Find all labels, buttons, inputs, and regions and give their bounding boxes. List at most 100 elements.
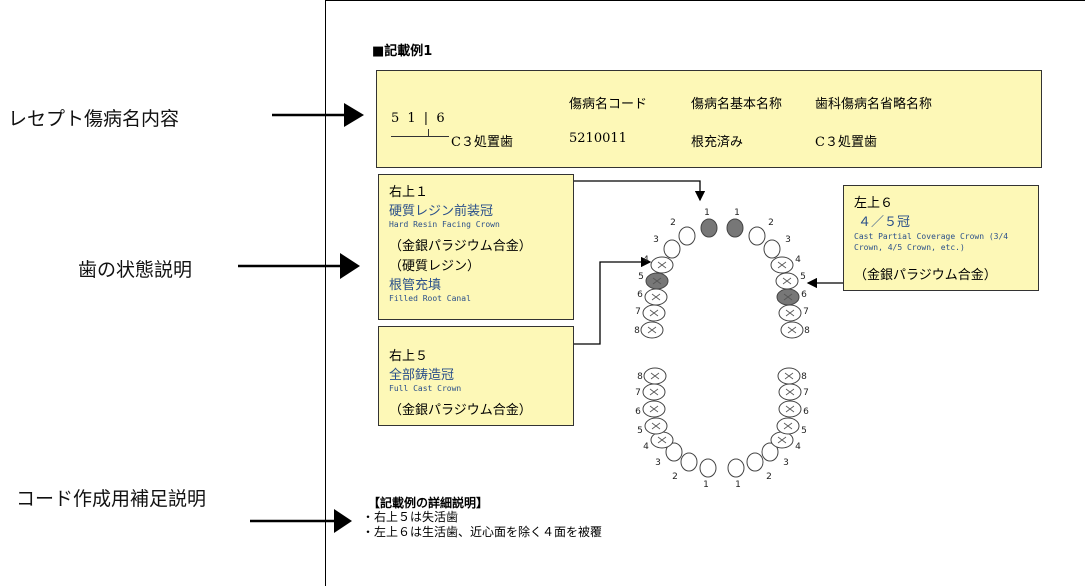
tooth-groove-l-r-4 <box>657 436 667 444</box>
notation-tick <box>428 129 429 137</box>
value-disease-basic-name: 根充済み <box>691 135 744 150</box>
tooth-u-r-2 <box>678 226 696 246</box>
tooth-number-l-l-5: 5 <box>801 426 807 436</box>
example-frame <box>325 0 1085 586</box>
tooth-groove-u-r-4 <box>657 261 667 269</box>
box-right-upper-1-line1: 硬質レジン前装冠 <box>389 204 494 219</box>
tooth-notation-top: 5 1 | 6 <box>391 111 447 126</box>
notation-underline <box>391 136 449 137</box>
value-disease-code: 5210011 <box>569 131 627 146</box>
tooth-groove-u-l-4 <box>777 261 787 269</box>
tooth-u-l-1 <box>726 218 744 238</box>
tooth-groove-u-l-6 <box>783 293 793 301</box>
box-right-upper-1-line1-en: Hard Resin Facing Crown <box>389 220 500 229</box>
tooth-number-l-r-4: 4 <box>643 442 649 452</box>
tooth-number-l-r-7: 7 <box>635 388 641 398</box>
arrow-code-note <box>250 509 352 533</box>
header-disease-short-name: 歯科傷病名省略名称 <box>815 97 933 112</box>
box-right-upper-5-title: 右上５ <box>389 349 429 364</box>
tooth-l-l-2 <box>746 452 764 472</box>
tooth-number-u-r-5: 5 <box>638 272 644 282</box>
box-right-upper-1-line3: （硬質レジン） <box>389 259 481 274</box>
tooth-number-l-l-6: 6 <box>803 407 809 417</box>
tooth-number-u-r-1: 1 <box>704 208 710 218</box>
tooth-number-l-r-5: 5 <box>637 426 643 436</box>
box-right-upper-1: 右上１ 硬質レジン前装冠 Hard Resin Facing Crown （金銀… <box>378 174 574 320</box>
box-right-upper-1-title: 右上１ <box>389 185 429 200</box>
label-tooth-state: 歯の状態説明 <box>78 259 193 281</box>
box-right-upper-1-line4: 根管充填 <box>389 278 442 293</box>
detail-title: 【記載例の詳細説明】 <box>368 496 489 510</box>
tooth-groove-u-r-7 <box>649 309 659 317</box>
receipt-box: 5 1 | 6 C３処置歯 傷病名コード 傷病名基本名称 歯科傷病名省略名称 5… <box>376 70 1042 168</box>
tooth-l-r-3 <box>665 442 683 462</box>
tooth-number-u-l-1: 1 <box>734 208 740 218</box>
tooth-groove-l-r-7 <box>649 388 659 396</box>
connector-right-upper-5 <box>574 256 652 345</box>
box-right-upper-5: 右上５ 全部鋳造冠 Full Cast Crown （金銀パラジウム合金） <box>378 326 574 426</box>
box-left-upper-6-line2: （金銀パラジウム合金） <box>854 268 997 283</box>
label-code-note: コード作成用補足説明 <box>16 488 207 510</box>
tooth-number-u-l-5: 5 <box>800 272 806 282</box>
tooth-u-r-3 <box>663 239 681 259</box>
tooth-number-u-r-4: 4 <box>643 255 649 265</box>
box-right-upper-1-line2: （金銀パラジウム合金） <box>389 239 532 254</box>
tooth-groove-l-l-4 <box>777 436 787 444</box>
tooth-l-r-2 <box>680 452 698 472</box>
example-title: ■記載例1 <box>372 44 433 59</box>
tooth-groove-u-r-5 <box>652 277 662 285</box>
tooth-notation-bottom: C３処置歯 <box>451 135 513 150</box>
tooth-number-u-r-7: 7 <box>635 307 641 317</box>
tooth-number-u-l-6: 6 <box>801 290 807 300</box>
tooth-u-l-2 <box>748 226 766 246</box>
tooth-number-u-r-2: 2 <box>670 218 676 228</box>
tooth-groove-l-l-5 <box>783 422 793 430</box>
tooth-number-u-r-6: 6 <box>637 290 643 300</box>
tooth-number-u-r-3: 3 <box>653 235 659 245</box>
tooth-u-r-1 <box>700 218 718 238</box>
arrow-tooth-state <box>238 253 360 279</box>
tooth-number-l-l-4: 4 <box>795 442 801 452</box>
tooth-groove-l-l-8 <box>784 372 794 380</box>
tooth-number-l-l-7: 7 <box>803 388 809 398</box>
box-left-upper-6-title: 左上６ <box>854 196 894 211</box>
value-disease-short-name: C３処置歯 <box>815 135 877 150</box>
tooth-u-l-3 <box>763 239 781 259</box>
tooth-groove-u-l-5 <box>782 277 792 285</box>
tooth-number-l-l-8: 8 <box>801 372 807 382</box>
header-disease-basic-name: 傷病名基本名称 <box>691 97 783 112</box>
tooth-l-r-1 <box>699 458 717 478</box>
box-right-upper-5-line1-en: Full Cast Crown <box>389 384 462 393</box>
tooth-groove-u-l-7 <box>785 309 795 317</box>
tooth-number-l-l-1: 1 <box>735 480 741 490</box>
box-right-upper-1-line4-en: Filled Root Canal <box>389 294 471 303</box>
tooth-number-u-r-8: 8 <box>634 326 640 336</box>
box-left-upper-6: 左上６ ４／５冠 Cast Partial Coverage Crown (3/… <box>843 185 1039 291</box>
connector-right-upper-1 <box>574 180 706 202</box>
header-disease-code: 傷病名コード <box>569 97 648 112</box>
tooth-number-l-r-3: 3 <box>655 458 661 468</box>
tooth-groove-u-r-8 <box>647 326 657 334</box>
box-right-upper-5-line1: 全部鋳造冠 <box>389 368 455 383</box>
tooth-number-l-l-3: 3 <box>783 458 789 468</box>
tooth-l-l-3 <box>761 442 779 462</box>
tooth-groove-l-l-7 <box>785 388 795 396</box>
tooth-number-u-l-3: 3 <box>785 235 791 245</box>
tooth-number-u-l-2: 2 <box>768 218 774 228</box>
tooth-number-u-l-4: 4 <box>795 255 801 265</box>
label-receipt-content: レセプト傷病名内容 <box>8 108 180 130</box>
tooth-groove-l-r-6 <box>649 405 659 413</box>
tooth-number-l-r-8: 8 <box>637 372 643 382</box>
tooth-groove-u-r-6 <box>651 293 661 301</box>
tooth-number-u-l-7: 7 <box>803 307 809 317</box>
tooth-number-l-r-2: 2 <box>672 472 678 482</box>
box-left-upper-6-line1: ４／５冠 <box>858 215 911 230</box>
tooth-groove-l-r-8 <box>650 372 660 380</box>
arrow-receipt <box>272 103 364 127</box>
box-right-upper-5-line2: （金銀パラジウム合金） <box>389 403 532 418</box>
tooth-number-l-r-1: 1 <box>703 480 709 490</box>
detail-line2: ・左上６は生活歯、近心面を除く４面を被覆 <box>362 525 603 539</box>
tooth-groove-l-l-6 <box>785 405 795 413</box>
box-left-upper-6-line1-en: Cast Partial Coverage Crown (3/4 Crown, … <box>854 232 1009 252</box>
